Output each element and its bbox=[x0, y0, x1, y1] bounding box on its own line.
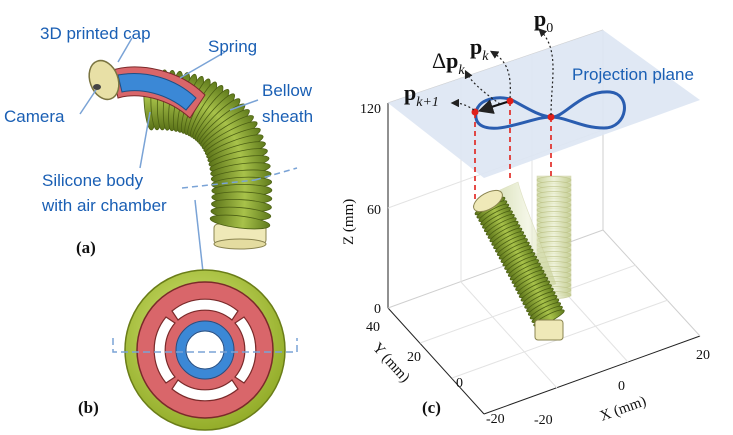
label-pk: pk bbox=[470, 34, 489, 64]
z-tick-60: 60 bbox=[367, 203, 381, 218]
trajectory-curve bbox=[474, 90, 626, 130]
x-tick-20: 20 bbox=[696, 348, 710, 363]
panel-b: (b) bbox=[78, 269, 298, 431]
label-pk1: pk+1 bbox=[404, 80, 439, 110]
panel-c: p0 pk Δpk pk+1 Projection plane 120 60 0… bbox=[341, 6, 710, 428]
panel-a-label: (a) bbox=[76, 238, 96, 257]
y-tick-20: 20 bbox=[407, 350, 421, 365]
cross-section-drawing bbox=[124, 269, 286, 431]
projection-lines bbox=[474, 101, 552, 200]
marker-p0 bbox=[547, 113, 555, 121]
y-tick-40: 40 bbox=[366, 320, 380, 335]
panel-b-label: (b) bbox=[78, 398, 99, 417]
bellow-rib bbox=[209, 214, 271, 230]
panel-a: 3D printed cap Spring Camera Bellow shea… bbox=[4, 24, 313, 291]
projection-plane-label: Projection plane bbox=[572, 65, 694, 84]
marker-pk bbox=[506, 97, 514, 105]
panel-a-callout-lines bbox=[79, 37, 298, 291]
callout-bellow-line1: Bellow bbox=[262, 81, 313, 100]
section-cut-line bbox=[112, 338, 298, 353]
trajectory-markers bbox=[471, 97, 555, 121]
marker-pk1 bbox=[471, 108, 479, 116]
vector-leaders bbox=[450, 28, 554, 116]
callout-bellow-line2: sheath bbox=[262, 107, 313, 126]
callout-spring: Spring bbox=[208, 37, 257, 56]
panel-c-label: (c) bbox=[422, 398, 441, 417]
bellow-sheath-drawing bbox=[88, 59, 273, 250]
callout-3d-printed-cap: 3D printed cap bbox=[40, 24, 151, 43]
x-axis-label: X (mm) bbox=[598, 393, 649, 424]
camera-lens-icon bbox=[93, 84, 101, 90]
z-tick-0: 0 bbox=[374, 302, 381, 317]
x-tick-neg20: -20 bbox=[534, 413, 553, 428]
callout-silicone-line1: Silicone body bbox=[42, 171, 144, 190]
y-tick-neg20: -20 bbox=[486, 412, 505, 427]
active-bellow bbox=[473, 189, 565, 341]
z-axis-label: Z (mm) bbox=[341, 199, 357, 245]
label-delta-pk: Δpk bbox=[432, 48, 465, 78]
projection-plane bbox=[388, 30, 700, 178]
delta-p-arrow bbox=[477, 99, 508, 114]
callout-camera: Camera bbox=[4, 107, 65, 126]
callout-silicone-line2: with air chamber bbox=[41, 196, 167, 215]
x-tick-0: 0 bbox=[618, 379, 625, 394]
z-tick-120: 120 bbox=[360, 102, 381, 117]
label-p0: p0 bbox=[534, 6, 553, 36]
y-tick-0: 0 bbox=[456, 376, 463, 391]
